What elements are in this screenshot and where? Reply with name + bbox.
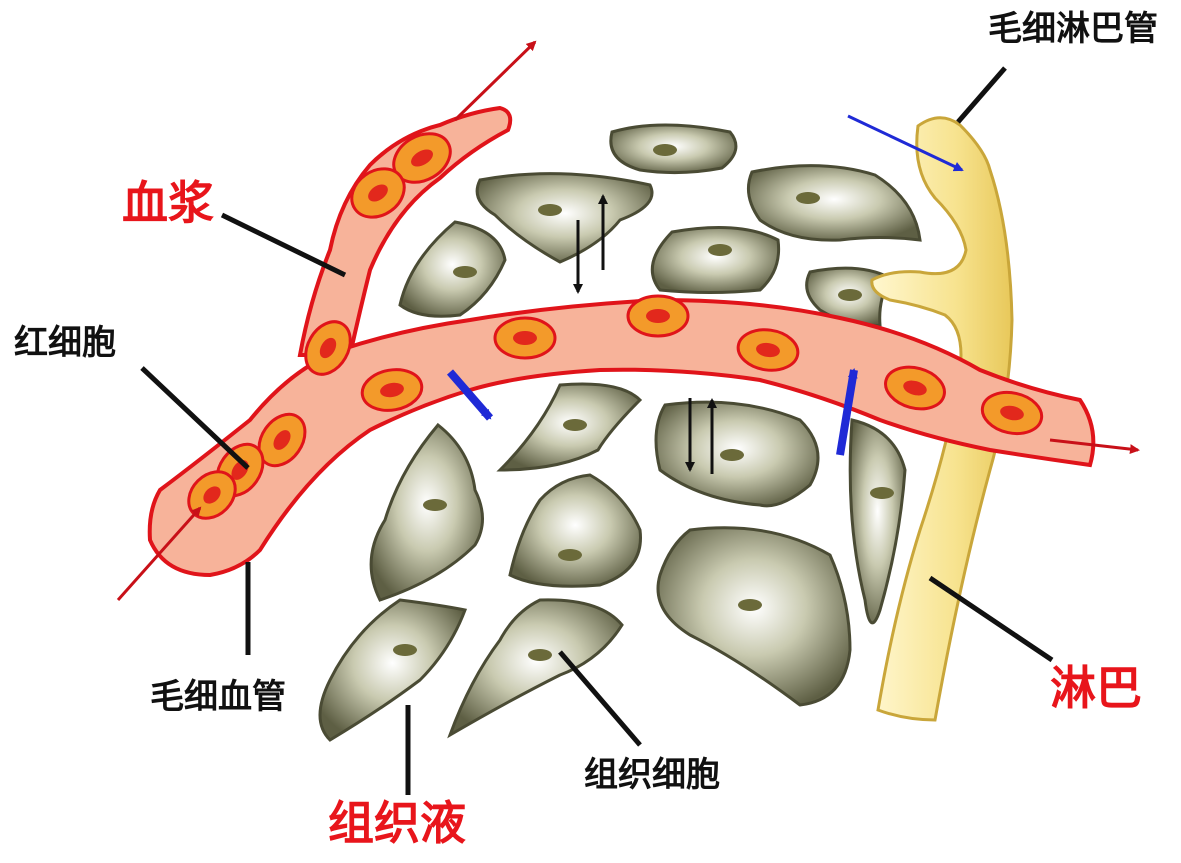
leader-red-blood-cell (142, 368, 248, 468)
tissue-cell (500, 384, 640, 470)
tissue-cell (748, 166, 920, 240)
red-blood-cell (495, 318, 555, 358)
tissue-cell (611, 125, 736, 173)
tissue-cell (450, 600, 622, 735)
tissue-cell (656, 402, 818, 506)
red-blood-cell (628, 296, 688, 336)
tissue-cell (320, 600, 465, 740)
tissue-cells (320, 125, 920, 740)
tissue-cell (652, 228, 778, 293)
tissue-cell (371, 425, 482, 600)
tissue-cell (477, 174, 652, 262)
label-capillary: 毛细血管 (150, 680, 286, 714)
label-tissue-fluid: 组织液 (328, 800, 466, 846)
tissue-cell (400, 222, 505, 316)
label-lymph: 淋巴 (1050, 665, 1142, 711)
label-tissue-cell: 组织细胞 (584, 758, 720, 792)
tissue-cell (850, 420, 905, 623)
tissue-cell (510, 475, 641, 586)
leader-tissue-cell (560, 652, 640, 745)
leader-plasma (222, 215, 345, 275)
tissue-cell (658, 528, 850, 705)
leader-lymph-capillary (958, 68, 1005, 122)
label-red-blood-cell: 红细胞 (14, 326, 116, 360)
label-lymph-capillary: 毛细淋巴管 (988, 12, 1158, 46)
label-plasma: 血浆 (122, 180, 214, 226)
